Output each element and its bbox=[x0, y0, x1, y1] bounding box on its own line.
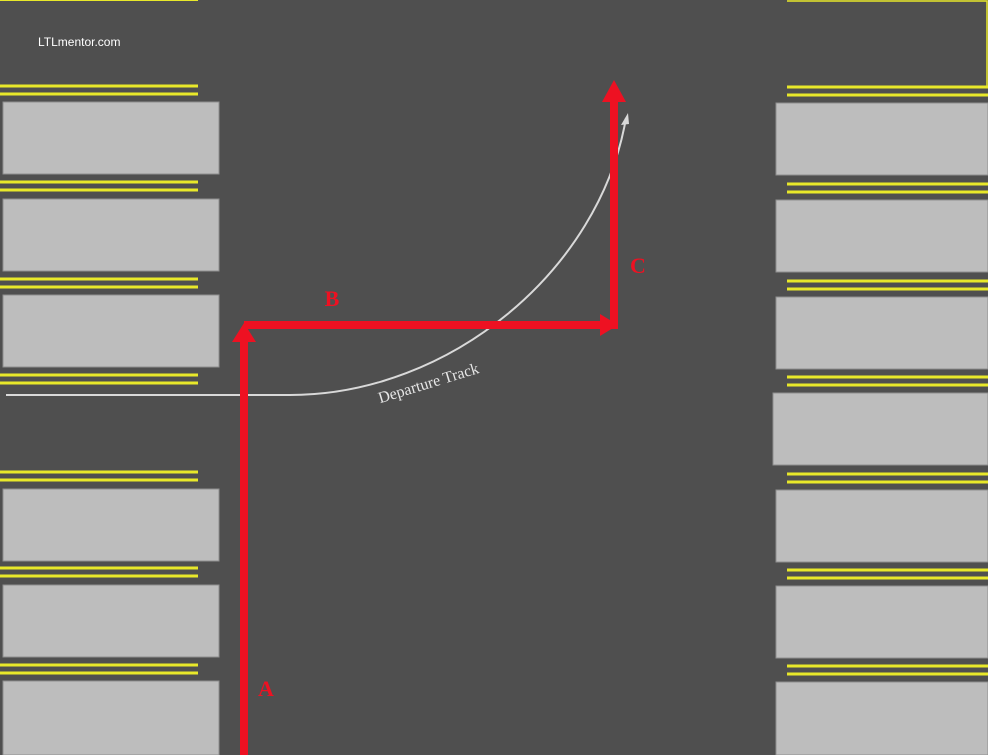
stall-left-6 bbox=[2, 680, 220, 755]
departure-track-arrowhead bbox=[621, 113, 629, 125]
stall-left-5 bbox=[2, 584, 220, 658]
left-stripes bbox=[0, 84, 198, 675]
stall-right-1 bbox=[775, 102, 988, 176]
stall-right-3 bbox=[775, 296, 988, 370]
stall-left-4 bbox=[2, 488, 220, 562]
route-arrowhead-a bbox=[232, 323, 256, 342]
top-right-outline bbox=[787, 0, 988, 88]
route-arrowhead-c bbox=[602, 80, 626, 102]
stall-right-7 bbox=[775, 681, 988, 755]
brand-watermark: LTLmentor.com bbox=[38, 35, 120, 49]
route-label-a: A bbox=[258, 676, 274, 701]
left-stalls bbox=[2, 101, 220, 755]
right-stalls bbox=[772, 102, 988, 755]
stall-right-2 bbox=[775, 199, 988, 273]
route-label-c: C bbox=[630, 253, 646, 278]
route-arrowhead-b bbox=[600, 314, 618, 336]
stall-left-2 bbox=[2, 198, 220, 272]
stall-right-5 bbox=[775, 489, 988, 563]
stall-right-6 bbox=[775, 585, 988, 659]
route-label-b: B bbox=[325, 286, 340, 311]
stall-left-1 bbox=[2, 101, 220, 175]
stall-left-3 bbox=[2, 294, 220, 368]
departure-track-line bbox=[6, 117, 627, 396]
stall-right-4 bbox=[772, 392, 988, 466]
right-stripes bbox=[787, 85, 988, 676]
route-path bbox=[232, 80, 626, 755]
